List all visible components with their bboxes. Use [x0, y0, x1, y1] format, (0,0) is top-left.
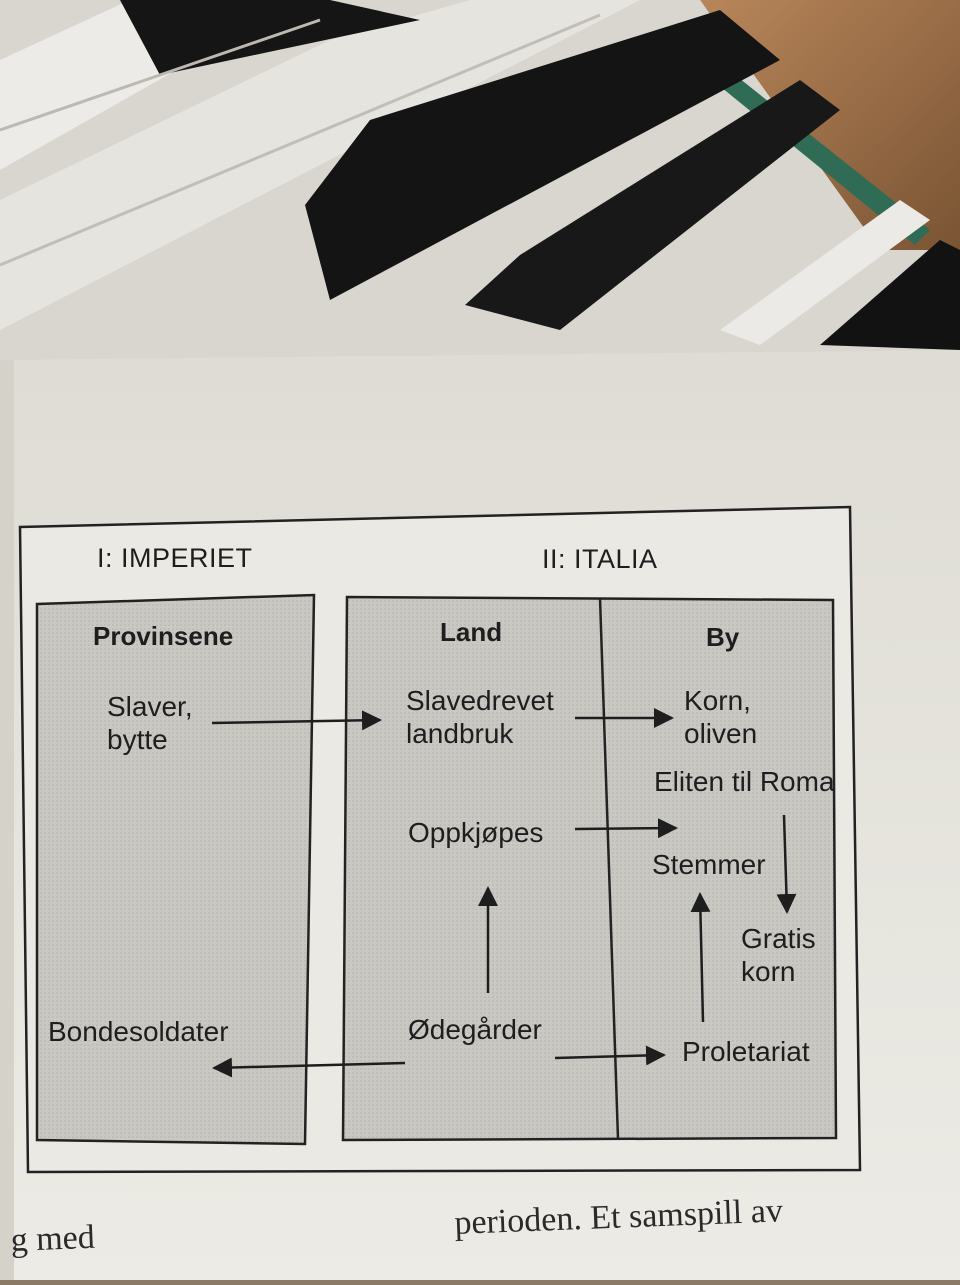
node-gratis-korn: Gratis korn [741, 923, 816, 987]
arrow-odegarder-to-bondesoldater [212, 1057, 406, 1078]
node-stemmer: Stemmer [652, 849, 766, 880]
node-proletariat: Proletariat [682, 1036, 810, 1067]
column-header-by: By [706, 622, 740, 652]
node-bondesoldater: Bondesoldater [48, 1016, 229, 1047]
white-key [0, 0, 640, 330]
node-korn-oliven: Korn, oliven [684, 685, 758, 749]
column-header-provinsene: Provinsene [93, 621, 234, 651]
arrow-oppkjopes-to-stemmer [574, 818, 678, 839]
section-title-imperiet: I: IMPERIET [97, 543, 253, 573]
section-title-italia: II: ITALIA [542, 544, 658, 574]
black-key [820, 240, 960, 350]
panel-divider [598, 597, 620, 1140]
node-slavedrevet-landbruk: Slavedrevet landbruk [406, 685, 554, 749]
arrow-odegarder-to-proletariat [554, 1045, 666, 1066]
black-key [465, 80, 840, 330]
arrow-slaver-to-landbruk [211, 710, 382, 731]
white-key [720, 200, 930, 345]
node-eliten-til-roma: Eliten til Roma [654, 766, 835, 797]
node-slaver-bytte: Slaver, bytte [107, 691, 193, 755]
page-edge [0, 360, 14, 1280]
column-header-land: Land [440, 617, 503, 647]
panel-italia [341, 595, 838, 1142]
node-oppkjopes: Oppkjøpes [408, 817, 544, 848]
panel-provinsene [35, 593, 316, 1146]
arrow-eliten-to-gratis [776, 814, 797, 914]
piano-keyboard [0, 0, 960, 360]
flow-arrows [211, 708, 797, 1078]
felt-strip [700, 55, 930, 245]
black-key [305, 10, 780, 300]
arrow-proletariat-to-stemmer [690, 892, 711, 1023]
body-text-left: g med [10, 1218, 96, 1259]
node-odegarder: Ødegårder [408, 1014, 542, 1045]
